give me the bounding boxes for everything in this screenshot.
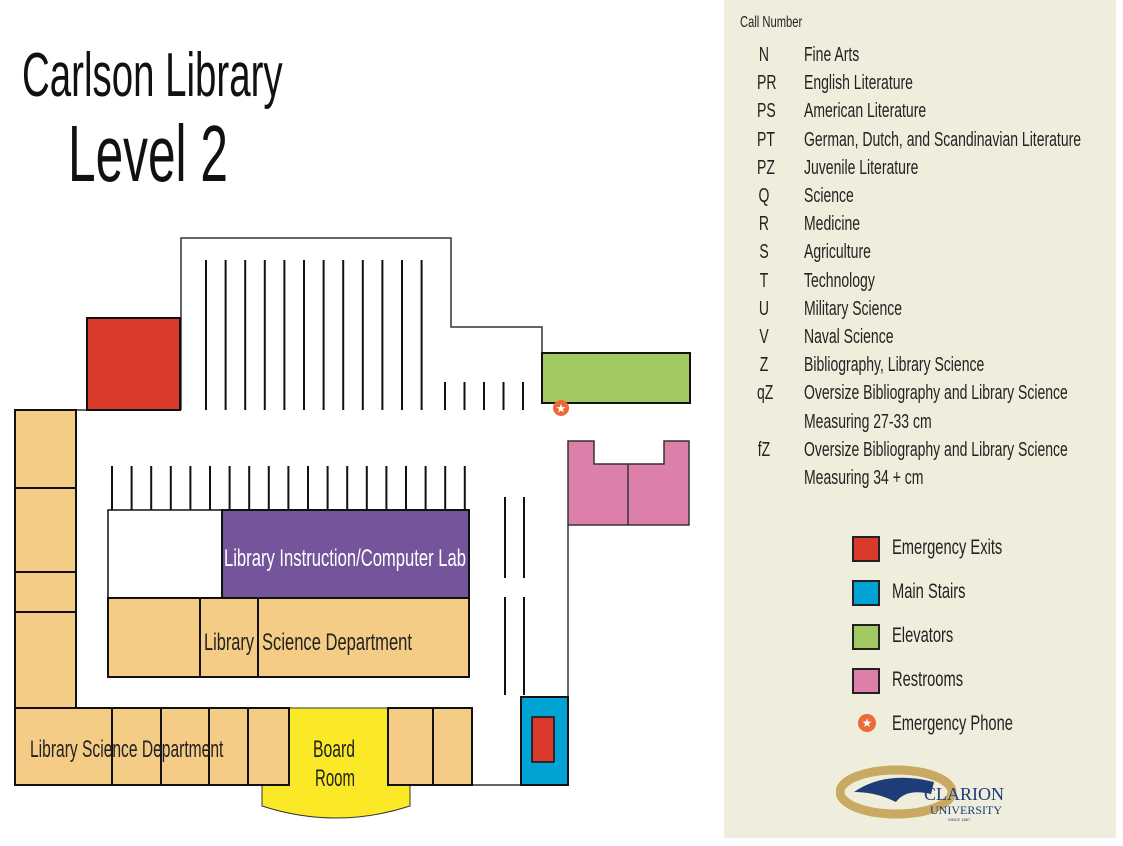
legend-label: Main Stairs: [892, 580, 966, 603]
call-description: English Literature: [804, 72, 913, 95]
stairs-exit: [531, 716, 555, 763]
call-description: Bibliography, Library Science: [804, 354, 985, 377]
call-code: fZ: [757, 438, 771, 461]
floor-plan: Library Instruction/Computer Lab Library…: [14, 237, 691, 819]
svg-text:CLARION: CLARION: [924, 784, 1004, 804]
call-description: German, Dutch, and Scandinavian Literatu…: [804, 128, 1082, 151]
room-label: Room: [315, 765, 355, 792]
call-code: R: [758, 213, 770, 236]
library-science-department-middle: [107, 597, 470, 678]
emergency-exit: [86, 317, 181, 411]
legend-label: Elevators: [892, 624, 954, 647]
board-room: [261, 707, 411, 819]
call-description: Measuring 27-33 cm: [804, 410, 932, 433]
elevator: [541, 352, 691, 404]
book-stacks: [111, 260, 525, 695]
call-code: PS: [757, 100, 776, 123]
left-offices: [14, 409, 77, 709]
call-code: T: [759, 269, 769, 292]
call-code: N: [758, 44, 770, 66]
call-description: Fine Arts: [804, 44, 860, 66]
call-code: Q: [758, 185, 770, 207]
call-description: Technology: [804, 269, 875, 292]
map-title: Carlson Library: [22, 41, 283, 110]
legend-heading: Call Number: [740, 14, 803, 31]
call-code: S: [759, 241, 769, 264]
computer-lab-label: Library Instruction/Computer Lab: [224, 545, 466, 572]
call-code: PR: [757, 72, 777, 95]
call-code: U: [758, 297, 770, 320]
call-code: qZ: [757, 382, 774, 405]
call-description: Agriculture: [804, 241, 871, 264]
call-description: Juvenile Literature: [804, 156, 919, 179]
emergency-phone-icon: ★: [858, 714, 876, 732]
call-description: Measuring 34 + cm: [804, 467, 924, 489]
call-code: PZ: [757, 156, 775, 179]
color-swatch-icon: [852, 536, 880, 562]
call-code: PT: [757, 128, 775, 151]
call-description: American Literature: [804, 100, 927, 123]
room-label: Library: [204, 629, 254, 656]
call-description: Medicine: [804, 213, 861, 236]
svg-text:UNIVERSITY: UNIVERSITY: [930, 803, 1002, 817]
legend-label: Emergency Exits: [892, 536, 1003, 559]
emergency-phone-icon: ★: [553, 400, 569, 416]
legend-label: Restrooms: [892, 668, 964, 691]
room-label: Library Science Department: [30, 736, 224, 763]
legend-label: Emergency Phone: [892, 712, 1013, 735]
room-label: Board: [313, 736, 355, 763]
color-swatch-icon: [852, 580, 880, 606]
call-description: Oversize Bibliography and Library Scienc…: [804, 438, 1068, 461]
call-code: Z: [759, 354, 769, 377]
library-science-department-bottom: [14, 707, 473, 786]
color-swatch-icon: [852, 668, 880, 694]
call-code: V: [759, 326, 769, 348]
room-label: Science Department: [262, 629, 412, 656]
call-description: Military Science: [804, 297, 903, 320]
call-description: Naval Science: [804, 326, 894, 348]
svg-text:★: ★: [556, 402, 567, 416]
call-description: Oversize Bibliography and Library Scienc…: [804, 382, 1068, 405]
level-title: Level 2: [68, 109, 228, 198]
color-swatch-icon: [852, 624, 880, 650]
call-description: Science: [804, 185, 854, 207]
svg-text:SINCE 1867: SINCE 1867: [948, 817, 971, 822]
